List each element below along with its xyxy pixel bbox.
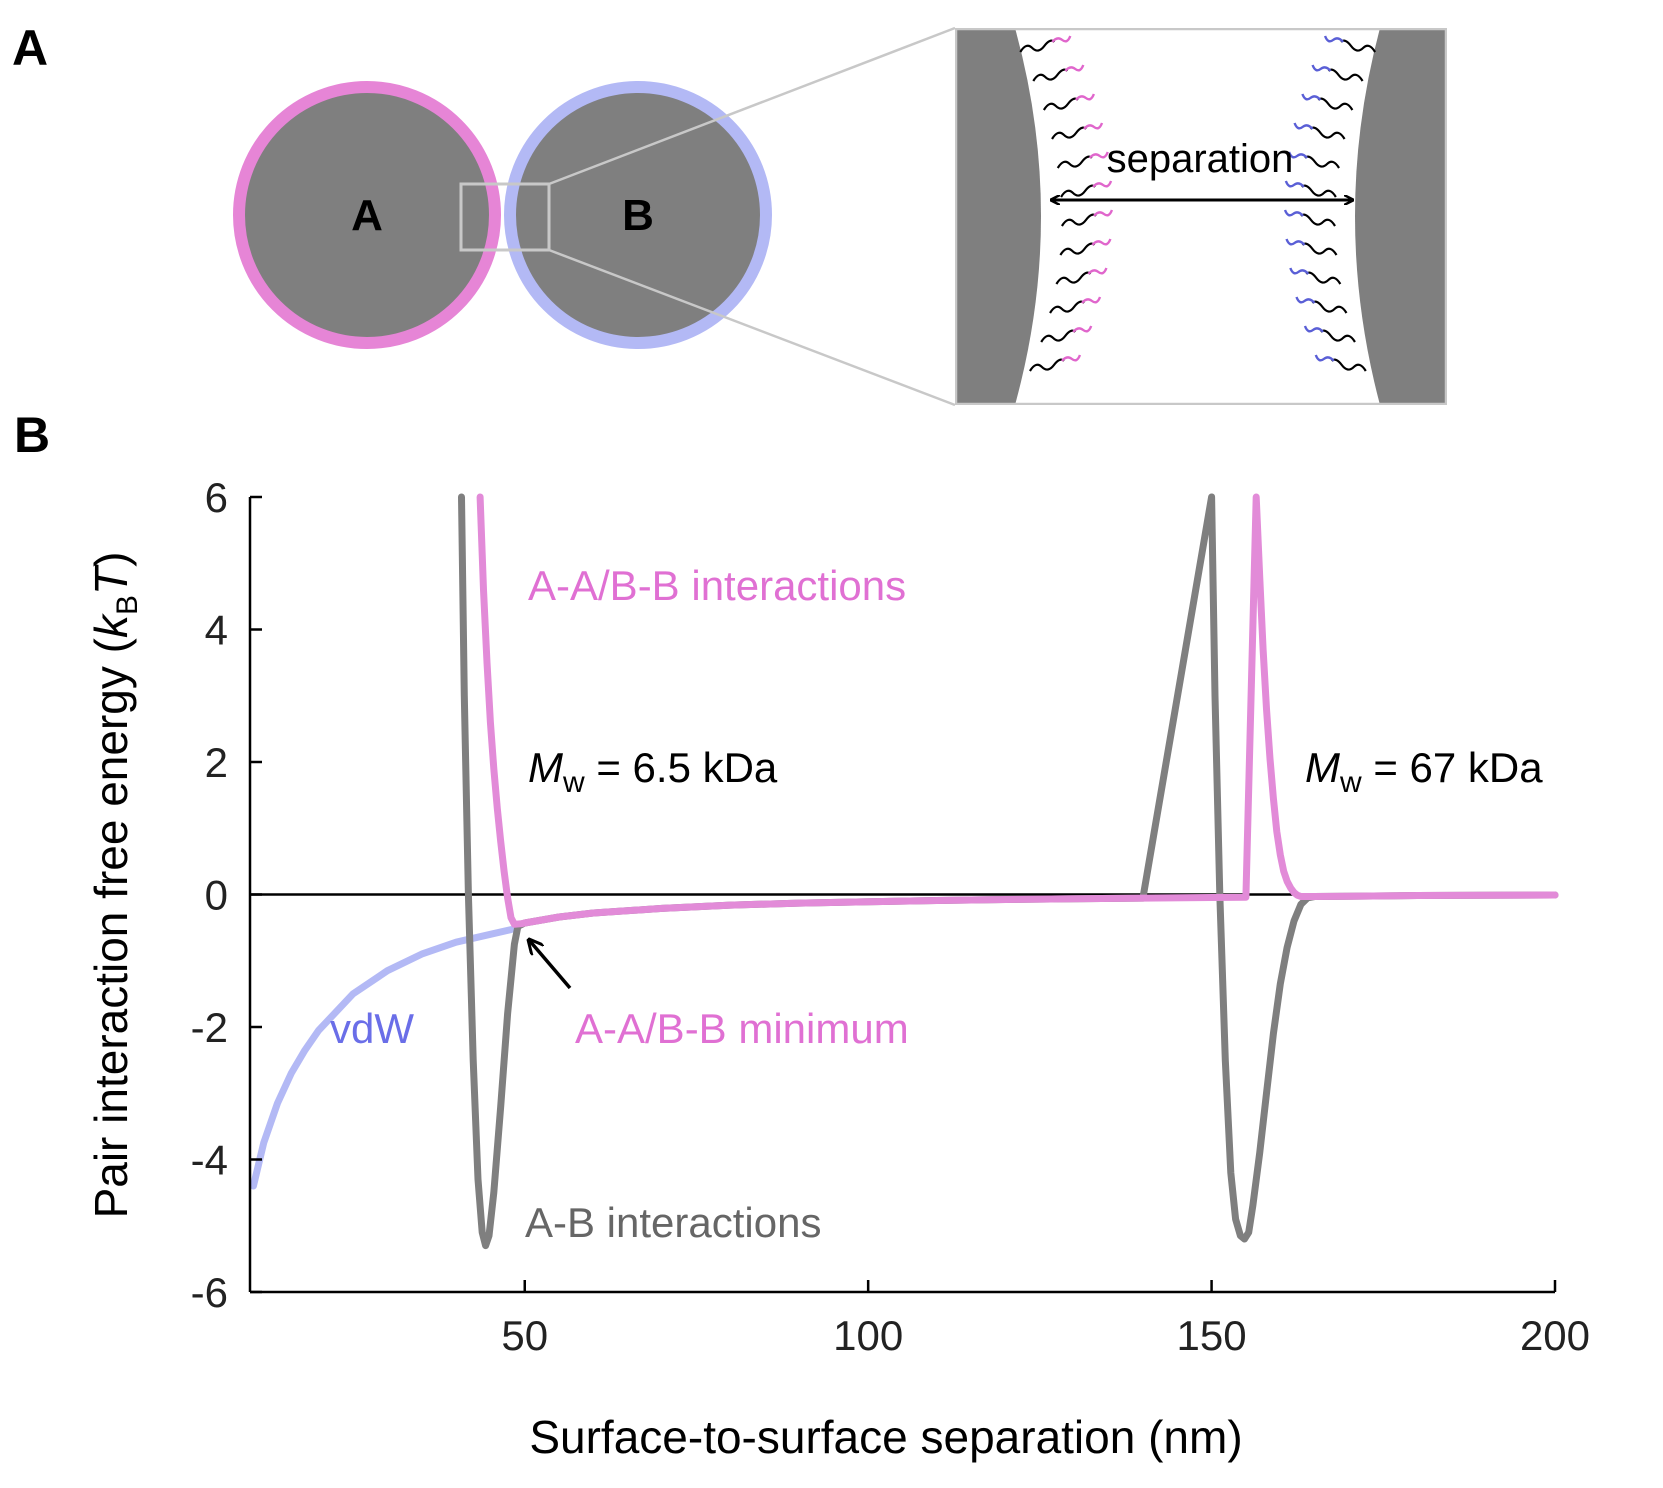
zoom-connector-top	[548, 26, 956, 186]
chain-b	[1340, 39, 1377, 53]
separation-label: separation	[1107, 137, 1294, 181]
inset-surface-a	[955, 28, 1041, 405]
annotation-ab-interactions: A-B interactions	[525, 1199, 821, 1246]
chain-b-tip	[1285, 238, 1306, 246]
chain-b-tip	[1284, 180, 1305, 188]
zoom-connector-bottom	[548, 248, 956, 407]
chain-a	[1019, 39, 1056, 53]
x-tick-label: 100	[833, 1312, 903, 1359]
series-line-a-a-b-b-interactions	[476, 493, 1559, 928]
chain-b	[1309, 126, 1346, 140]
chain-b-tip	[1311, 64, 1332, 72]
chain-a-tip	[1092, 180, 1113, 188]
y-axis-title-prefix: Pair interaction free energy (	[85, 637, 137, 1218]
y-axis-title-suffix: )	[85, 552, 137, 567]
chain-a-tip	[1061, 354, 1082, 362]
y-tick-label: 0	[205, 872, 228, 919]
chain-b-tip	[1295, 296, 1316, 304]
series-line-a-b-interactions	[458, 493, 1559, 1250]
energy-chart: 50 100 150 200 -6 -4 -2 0 2 4 6 Surface-to-surfac…	[85, 474, 1590, 1463]
chain-b	[1311, 300, 1348, 314]
y-axis-title: Pair interaction free energy (kBT)	[85, 552, 144, 1219]
chain-b-tip	[1323, 35, 1344, 43]
chain-a-tip	[1072, 325, 1093, 333]
chain-b-tip	[1303, 325, 1324, 333]
chain-a	[1059, 242, 1096, 256]
chain-a-tip	[1064, 64, 1085, 72]
inset-surface-b	[1355, 28, 1447, 405]
chain-b-tip	[1289, 267, 1310, 275]
chain-b	[1317, 97, 1354, 111]
chain-a	[1055, 271, 1092, 285]
chain-a	[1051, 126, 1087, 140]
x-ticks: 50 100 150 200	[501, 1280, 1590, 1359]
particle-b-label: B	[622, 191, 654, 240]
y-tick-label: -4	[191, 1137, 228, 1184]
chain-b	[1301, 242, 1338, 256]
chain-a	[1032, 68, 1069, 82]
x-tick-label: 50	[501, 1312, 548, 1359]
chain-b	[1300, 213, 1336, 227]
minimum-pointer-arrow	[529, 940, 572, 990]
chain-a-tip	[1087, 267, 1108, 275]
chain-b-tip	[1314, 354, 1335, 362]
chain-a-tip	[1093, 209, 1114, 217]
annotation-aa-interactions: A-A/B-B interactions	[528, 562, 906, 609]
y-axis-title-k: k	[85, 613, 137, 638]
series-line-vdw	[249, 926, 515, 1190]
chain-b	[1305, 271, 1342, 285]
chain-a-tip	[1074, 93, 1095, 101]
chain-b	[1304, 155, 1340, 169]
chain-a	[1060, 213, 1097, 227]
chain-b-tip	[1283, 209, 1304, 217]
chain-a-tip	[1081, 296, 1102, 304]
chain-a-tip	[1083, 122, 1104, 130]
inset-border	[955, 28, 1447, 405]
chain-b	[1327, 68, 1364, 82]
x-tick-label: 150	[1177, 1312, 1247, 1359]
zoom-box	[459, 182, 551, 252]
chain-b	[1320, 329, 1356, 343]
chain-a	[1042, 97, 1079, 111]
chain-a	[1029, 358, 1065, 372]
annotation-mw-right: Mw = 67 kDa	[1305, 744, 1543, 799]
particle-b	[504, 81, 772, 349]
chain-b-tip	[1301, 93, 1322, 101]
annotation-vdw: vdW	[330, 1005, 414, 1052]
particle-a-label: A	[351, 191, 383, 240]
x-tick-label: 200	[1520, 1312, 1590, 1359]
y-axis-title-t: T	[85, 564, 137, 595]
y-tick-label: 2	[205, 739, 228, 786]
chain-a	[1040, 329, 1076, 343]
panel-label-b: B	[14, 407, 50, 463]
chain-b	[1331, 358, 1367, 372]
inset-zoom: separation	[955, 28, 1447, 405]
y-tick-label: -2	[191, 1004, 228, 1051]
y-ticks: -6 -4 -2 0 2 4 6	[191, 474, 262, 1316]
annotation-aa-minimum: A-A/B-B minimum	[575, 1005, 909, 1052]
particle-a	[233, 81, 501, 349]
y-axis-title-sub: B	[111, 595, 144, 615]
chain-a-tip	[1051, 35, 1072, 43]
chain-a-tip	[1091, 238, 1112, 246]
panel-label-a: A	[12, 20, 48, 76]
chain-a	[1056, 155, 1093, 169]
y-tick-label: 4	[205, 607, 228, 654]
annotation-mw-left: Mw = 6.5 kDa	[528, 744, 778, 799]
chain-b-tip	[1293, 122, 1314, 130]
chain-a	[1049, 300, 1085, 314]
x-axis-title: Surface-to-surface separation (nm)	[529, 1411, 1242, 1463]
series-layer	[249, 493, 1559, 1250]
y-tick-label: -6	[191, 1269, 228, 1316]
y-tick-label: 6	[205, 474, 228, 521]
chain-a-tip	[1088, 151, 1109, 159]
schematic: A B separation	[233, 26, 1447, 407]
chain-b-tip	[1287, 151, 1308, 159]
